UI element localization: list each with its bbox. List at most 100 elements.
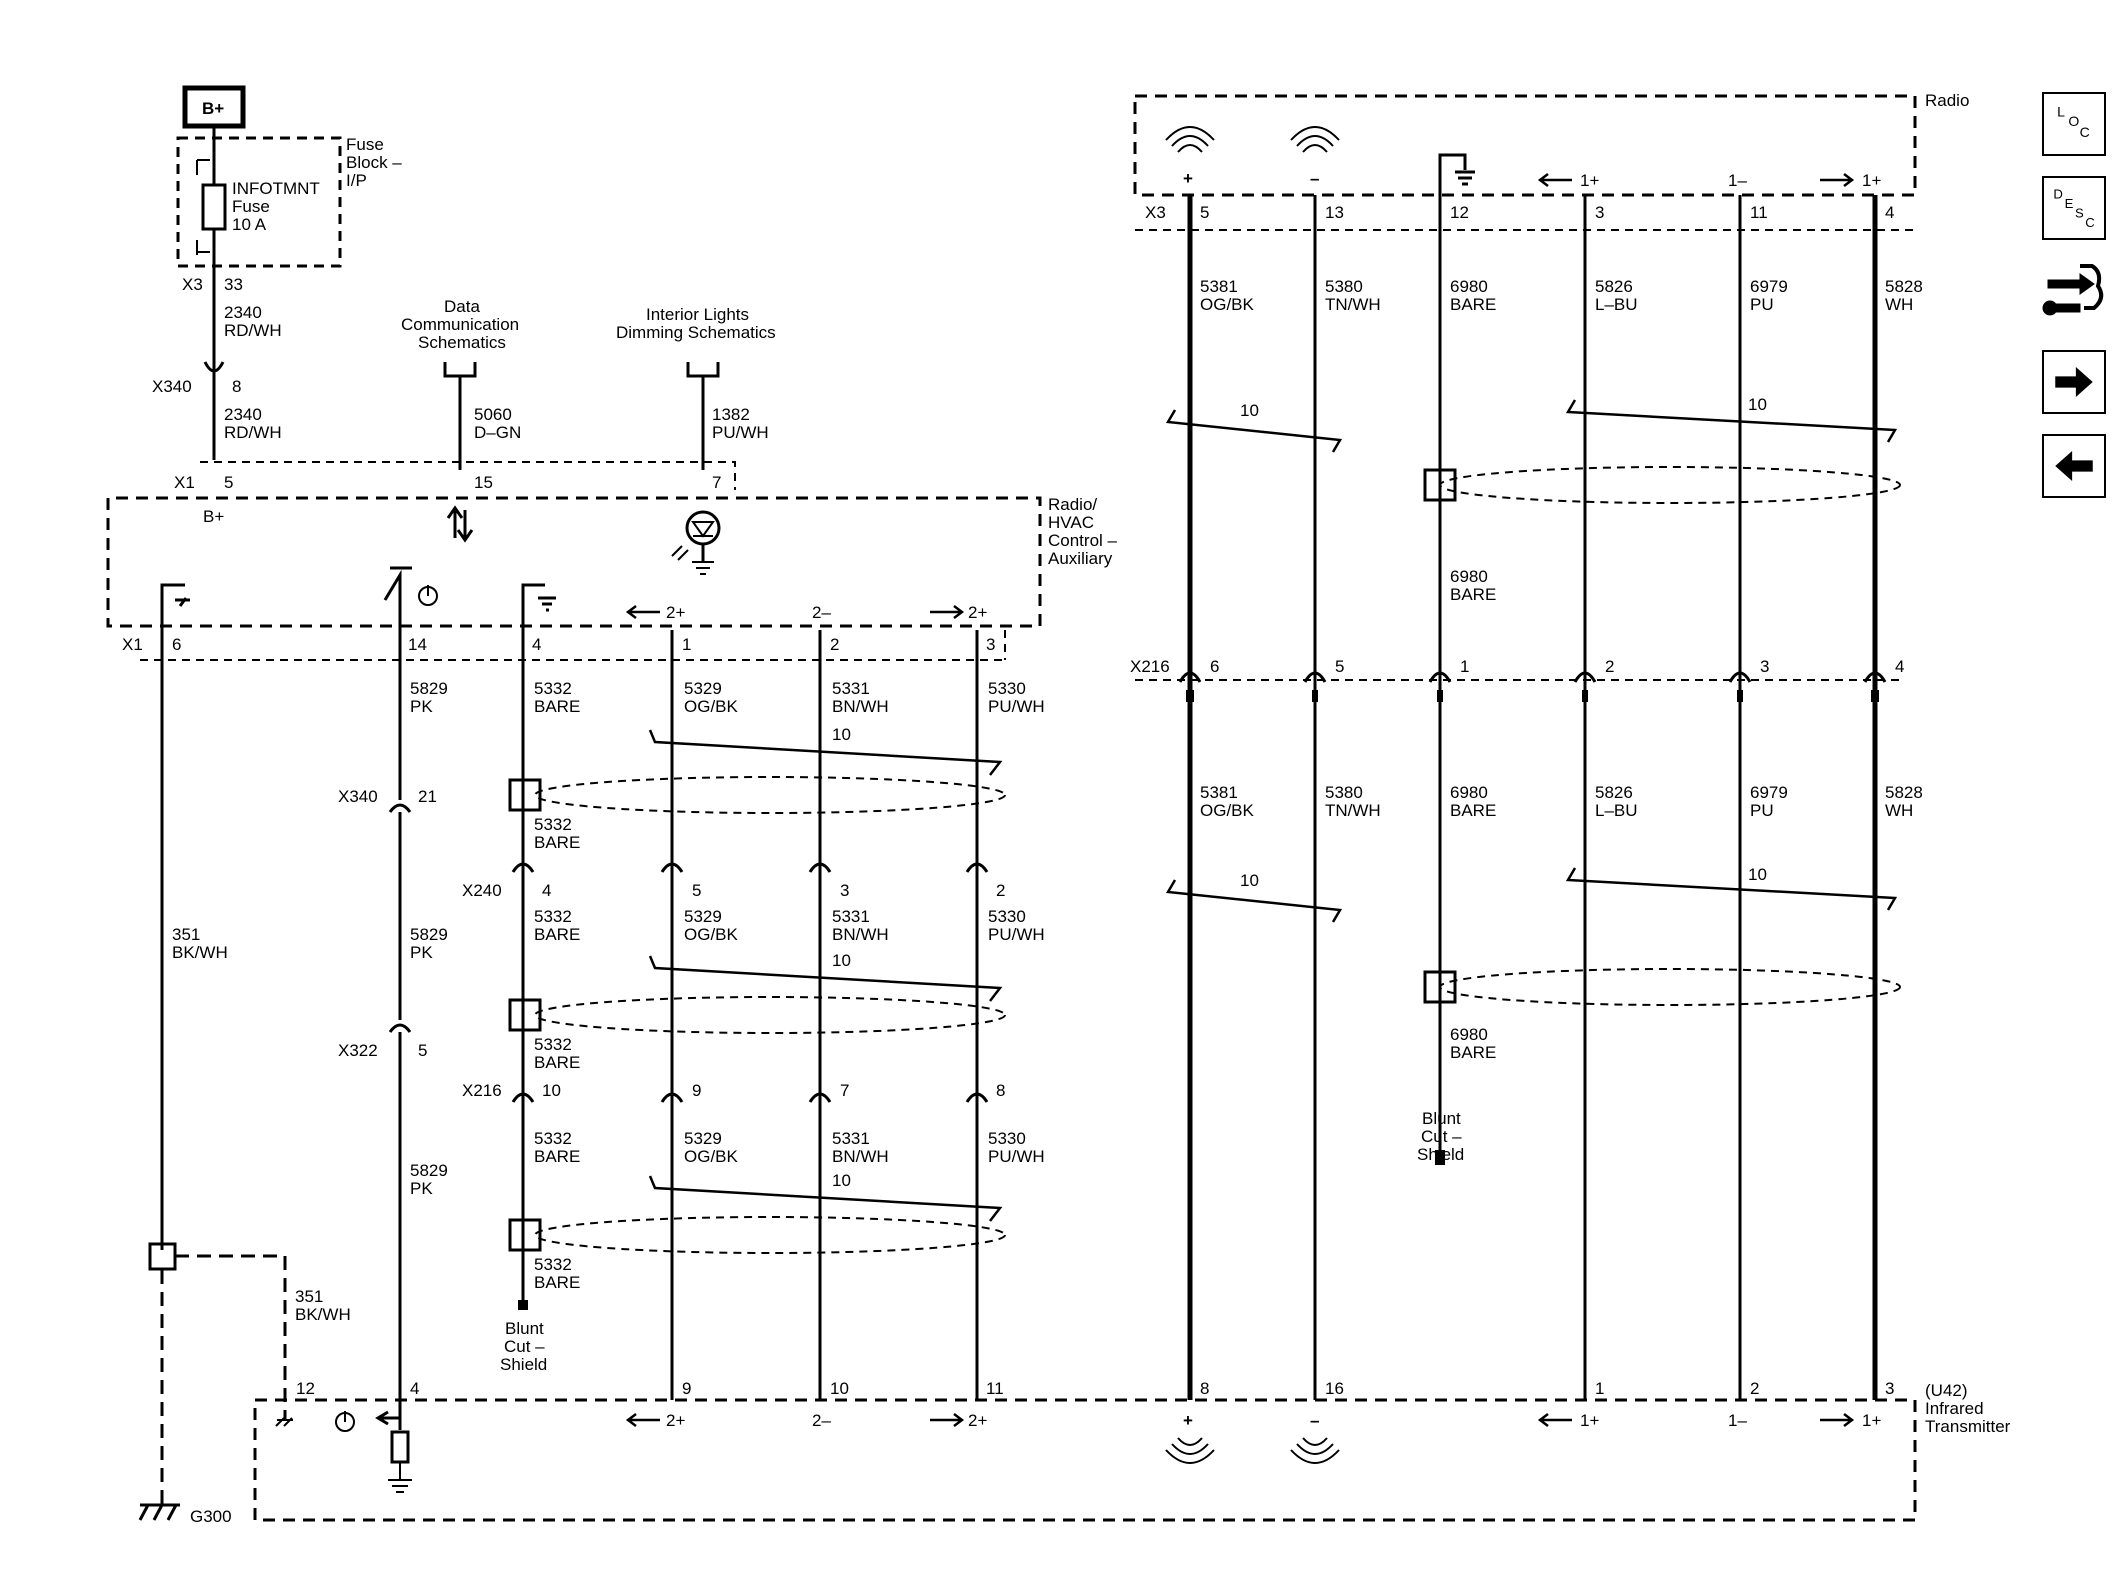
ir-label-1: (U42) bbox=[1925, 1381, 1968, 1400]
wire-bare-r-b: BARE bbox=[1450, 585, 1496, 604]
wire-5332-d: 5332 bbox=[534, 1035, 572, 1054]
wire-puwh-c: PU/WH bbox=[988, 1147, 1045, 1166]
wire-pk-b: PK bbox=[410, 943, 433, 962]
plus-radio-5: + bbox=[1183, 169, 1193, 188]
wire-bare-c: BARE bbox=[534, 925, 580, 944]
twist-r-d: 10 bbox=[1748, 865, 1767, 884]
pin-4-r: 4 bbox=[1885, 203, 1894, 222]
connector-x1-bottom: X1 bbox=[122, 635, 143, 654]
wire-5331-b: 5331 bbox=[832, 907, 870, 926]
wire-5331-a: 5331 bbox=[832, 679, 870, 698]
twist-a: 10 bbox=[832, 725, 851, 744]
connector-tool-icon[interactable] bbox=[2040, 258, 2108, 328]
wire-ogbk-c: OG/BK bbox=[684, 1147, 739, 1166]
shield-left-3: Shield bbox=[500, 1355, 547, 1374]
wire-5330-b: 5330 bbox=[988, 907, 1026, 926]
wire-5060: 5060 bbox=[474, 405, 512, 424]
ch2p-ir-b: 2+ bbox=[968, 1411, 987, 1430]
data-comm-ref-2: Communication bbox=[401, 315, 519, 334]
twist-b: 10 bbox=[832, 951, 851, 970]
pin-2-x216r: 2 bbox=[1605, 657, 1614, 676]
shield-left-2: Cut – bbox=[504, 1337, 545, 1356]
wire-pk-c: PK bbox=[410, 1179, 433, 1198]
wire-5332-e: 5332 bbox=[534, 1129, 572, 1148]
ir-label-3: Transmitter bbox=[1925, 1417, 2011, 1436]
pin-3-r: 3 bbox=[1595, 203, 1604, 222]
wire-puwh-a: PU/WH bbox=[988, 697, 1045, 716]
wire-5381-a: 5381 bbox=[1200, 277, 1238, 296]
desc-c: C bbox=[2085, 215, 2094, 230]
wire-6980-b: 6980 bbox=[1450, 567, 1488, 586]
wire-bnwh-c: BN/WH bbox=[832, 1147, 889, 1166]
pin-33: 33 bbox=[224, 275, 243, 294]
wire-6980-d: 6980 bbox=[1450, 1025, 1488, 1044]
wire-5329-a: 5329 bbox=[684, 679, 722, 698]
wire-5826-a: 5826 bbox=[1595, 277, 1633, 296]
previous-page-button[interactable] bbox=[2042, 434, 2106, 498]
wire-ogbk-r-b: OG/BK bbox=[1200, 801, 1255, 820]
shield-right-1: Blunt bbox=[1422, 1109, 1461, 1128]
pin-2-ir-r: 2 bbox=[1750, 1379, 1759, 1398]
ground-label: G300 bbox=[190, 1507, 232, 1526]
ch2m-ir: 2– bbox=[812, 1411, 831, 1430]
wire-tnwh-b: TN/WH bbox=[1325, 801, 1381, 820]
wire-5330-a: 5330 bbox=[988, 679, 1026, 698]
pin-3-ir-r: 3 bbox=[1885, 1379, 1894, 1398]
wire-ogbk-r-a: OG/BK bbox=[1200, 295, 1255, 314]
wire-2340-a: 2340 bbox=[224, 303, 262, 322]
hvac-label-4: Auxiliary bbox=[1048, 549, 1113, 568]
pin-5-x216r: 5 bbox=[1335, 657, 1344, 676]
pin-5-x1: 5 bbox=[224, 473, 233, 492]
pin-8-x216: 8 bbox=[996, 1081, 1005, 1100]
wire-5330-c: 5330 bbox=[988, 1129, 1026, 1148]
connector-x3-right: X3 bbox=[1145, 203, 1166, 222]
wire-bare-r-a: BARE bbox=[1450, 295, 1496, 314]
wire-lbu-a: L–BU bbox=[1595, 295, 1638, 314]
ir-label-2: Infrared bbox=[1925, 1399, 1984, 1418]
shield-right-3: Shield bbox=[1417, 1145, 1464, 1164]
fuse-block-label-3: I/P bbox=[346, 171, 367, 190]
description-button[interactable]: D E S C bbox=[2042, 176, 2106, 240]
connector-x3-left: X3 bbox=[182, 275, 203, 294]
shield-splice-2 bbox=[508, 998, 542, 1032]
loc-o: O bbox=[2068, 113, 2079, 129]
twist-r-b: 10 bbox=[1748, 395, 1767, 414]
pin-9-x216: 9 bbox=[692, 1081, 701, 1100]
wire-5332-a: 5332 bbox=[534, 679, 572, 698]
plus-ir: + bbox=[1183, 1411, 1193, 1430]
pin-21: 21 bbox=[418, 787, 437, 806]
wire-dgn: D–GN bbox=[474, 423, 521, 442]
next-page-button[interactable] bbox=[2042, 350, 2106, 414]
pin-4-x216r: 4 bbox=[1895, 657, 1904, 676]
wire-6980-c: 6980 bbox=[1450, 783, 1488, 802]
wire-5828-a: 5828 bbox=[1885, 277, 1923, 296]
pin-3-x1: 3 bbox=[986, 635, 995, 654]
wire-wh-a: WH bbox=[1885, 295, 1913, 314]
pin-3-x216r: 3 bbox=[1760, 657, 1769, 676]
wire-5329-c: 5329 bbox=[684, 1129, 722, 1148]
data-comm-ref-1: Data bbox=[444, 297, 480, 316]
pin-5-x240: 5 bbox=[692, 881, 701, 900]
wire-bnwh-b: BN/WH bbox=[832, 925, 889, 944]
connector-x340-a: X340 bbox=[152, 377, 192, 396]
desc-d: D bbox=[2053, 187, 2062, 202]
pin-14-x1: 14 bbox=[408, 635, 427, 654]
pin-11-r: 11 bbox=[1750, 203, 1768, 222]
desc-s: S bbox=[2075, 205, 2084, 220]
wire-6979-b: 6979 bbox=[1750, 783, 1788, 802]
wire-6980-a: 6980 bbox=[1450, 277, 1488, 296]
location-button[interactable]: L O C bbox=[2042, 92, 2106, 156]
wire-5380-b: 5380 bbox=[1325, 783, 1363, 802]
connector-x240: X240 bbox=[462, 881, 502, 900]
fuse-symbol bbox=[201, 183, 227, 231]
wire-pu-b: PU bbox=[1750, 801, 1774, 820]
wire-lbu-b: L–BU bbox=[1595, 801, 1638, 820]
wire-2340-b: 2340 bbox=[224, 405, 262, 424]
ch1p-ir-a: 1+ bbox=[1580, 1411, 1599, 1430]
wire-5828-b: 5828 bbox=[1885, 783, 1923, 802]
wire-ogbk-b: OG/BK bbox=[684, 925, 739, 944]
wire-5380-a: 5380 bbox=[1325, 277, 1363, 296]
pin-2-x1: 2 bbox=[830, 635, 839, 654]
wire-bare-d: BARE bbox=[534, 1053, 580, 1072]
ch1p-radio-b: 1+ bbox=[1862, 171, 1881, 190]
